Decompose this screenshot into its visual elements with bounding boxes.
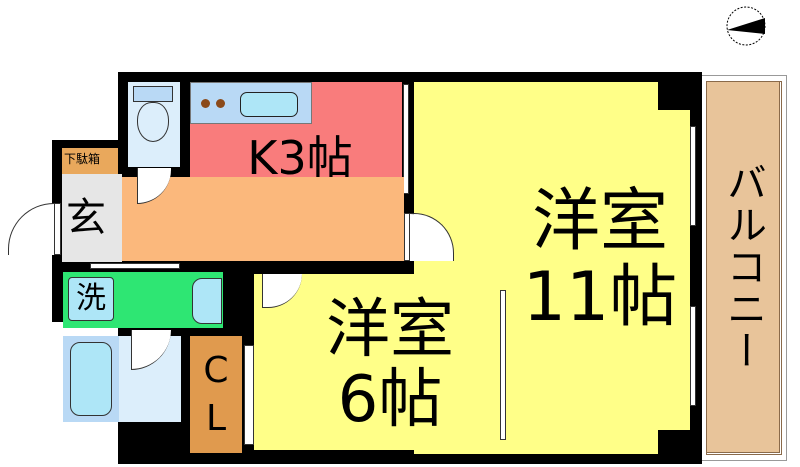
front-door[interactable]	[54, 203, 61, 255]
room-6-door[interactable]	[262, 274, 302, 308]
shoe-box	[62, 148, 118, 174]
kitchen-label: K3帖	[200, 128, 400, 188]
hallway	[122, 177, 404, 261]
entrance-text: 玄	[66, 195, 106, 241]
entrance-floor	[62, 174, 122, 262]
pillar	[658, 82, 690, 110]
western-room-6-label: 洋室 6帖	[290, 280, 490, 450]
north-arrow-icon	[726, 6, 766, 46]
room-11-type: 洋室	[531, 182, 668, 261]
room-6-side-window	[500, 290, 506, 440]
entrance-label: 玄	[62, 190, 110, 246]
pillar	[658, 430, 690, 454]
western-room-11-label: 洋室 11帖	[500, 170, 700, 350]
laundry-sliding-door[interactable]	[90, 263, 180, 269]
front-door-swing	[8, 203, 54, 255]
balcony-window-upper[interactable]	[690, 126, 696, 226]
closet-l: L	[205, 398, 227, 439]
shoe-box-label: 下駄箱	[62, 148, 120, 170]
compass	[714, 4, 778, 48]
room-6-type: 洋室	[326, 293, 454, 367]
closet	[190, 336, 242, 453]
balcony-text: バルコニー	[720, 162, 766, 372]
kitchen-text: K3帖	[247, 131, 353, 185]
room-6-size: 6帖	[337, 363, 443, 437]
laundry-text: 洗	[76, 281, 106, 316]
balcony-fill	[706, 81, 780, 453]
toilet-tank	[133, 86, 173, 102]
stove-burner-icon	[201, 99, 210, 108]
balcony-label: バルコニー	[706, 81, 780, 453]
laundry-label: 洗	[68, 277, 114, 321]
balcony-window-lower[interactable]	[690, 306, 696, 406]
stove-burner-icon	[216, 99, 225, 108]
closet-label: C L	[190, 340, 242, 450]
closet-c: C	[203, 350, 229, 391]
room-11-size: 11帖	[522, 258, 678, 337]
sink-icon	[240, 92, 298, 117]
bathtub-icon	[70, 342, 112, 416]
washbasin-icon	[192, 278, 222, 324]
closet-door[interactable]	[244, 345, 254, 445]
kitchen-side-window	[403, 84, 409, 194]
toilet-bowl-icon	[137, 102, 169, 142]
western-room-6	[254, 274, 498, 450]
shoe-box-text: 下駄箱	[64, 152, 101, 166]
washer-icon	[68, 277, 114, 321]
